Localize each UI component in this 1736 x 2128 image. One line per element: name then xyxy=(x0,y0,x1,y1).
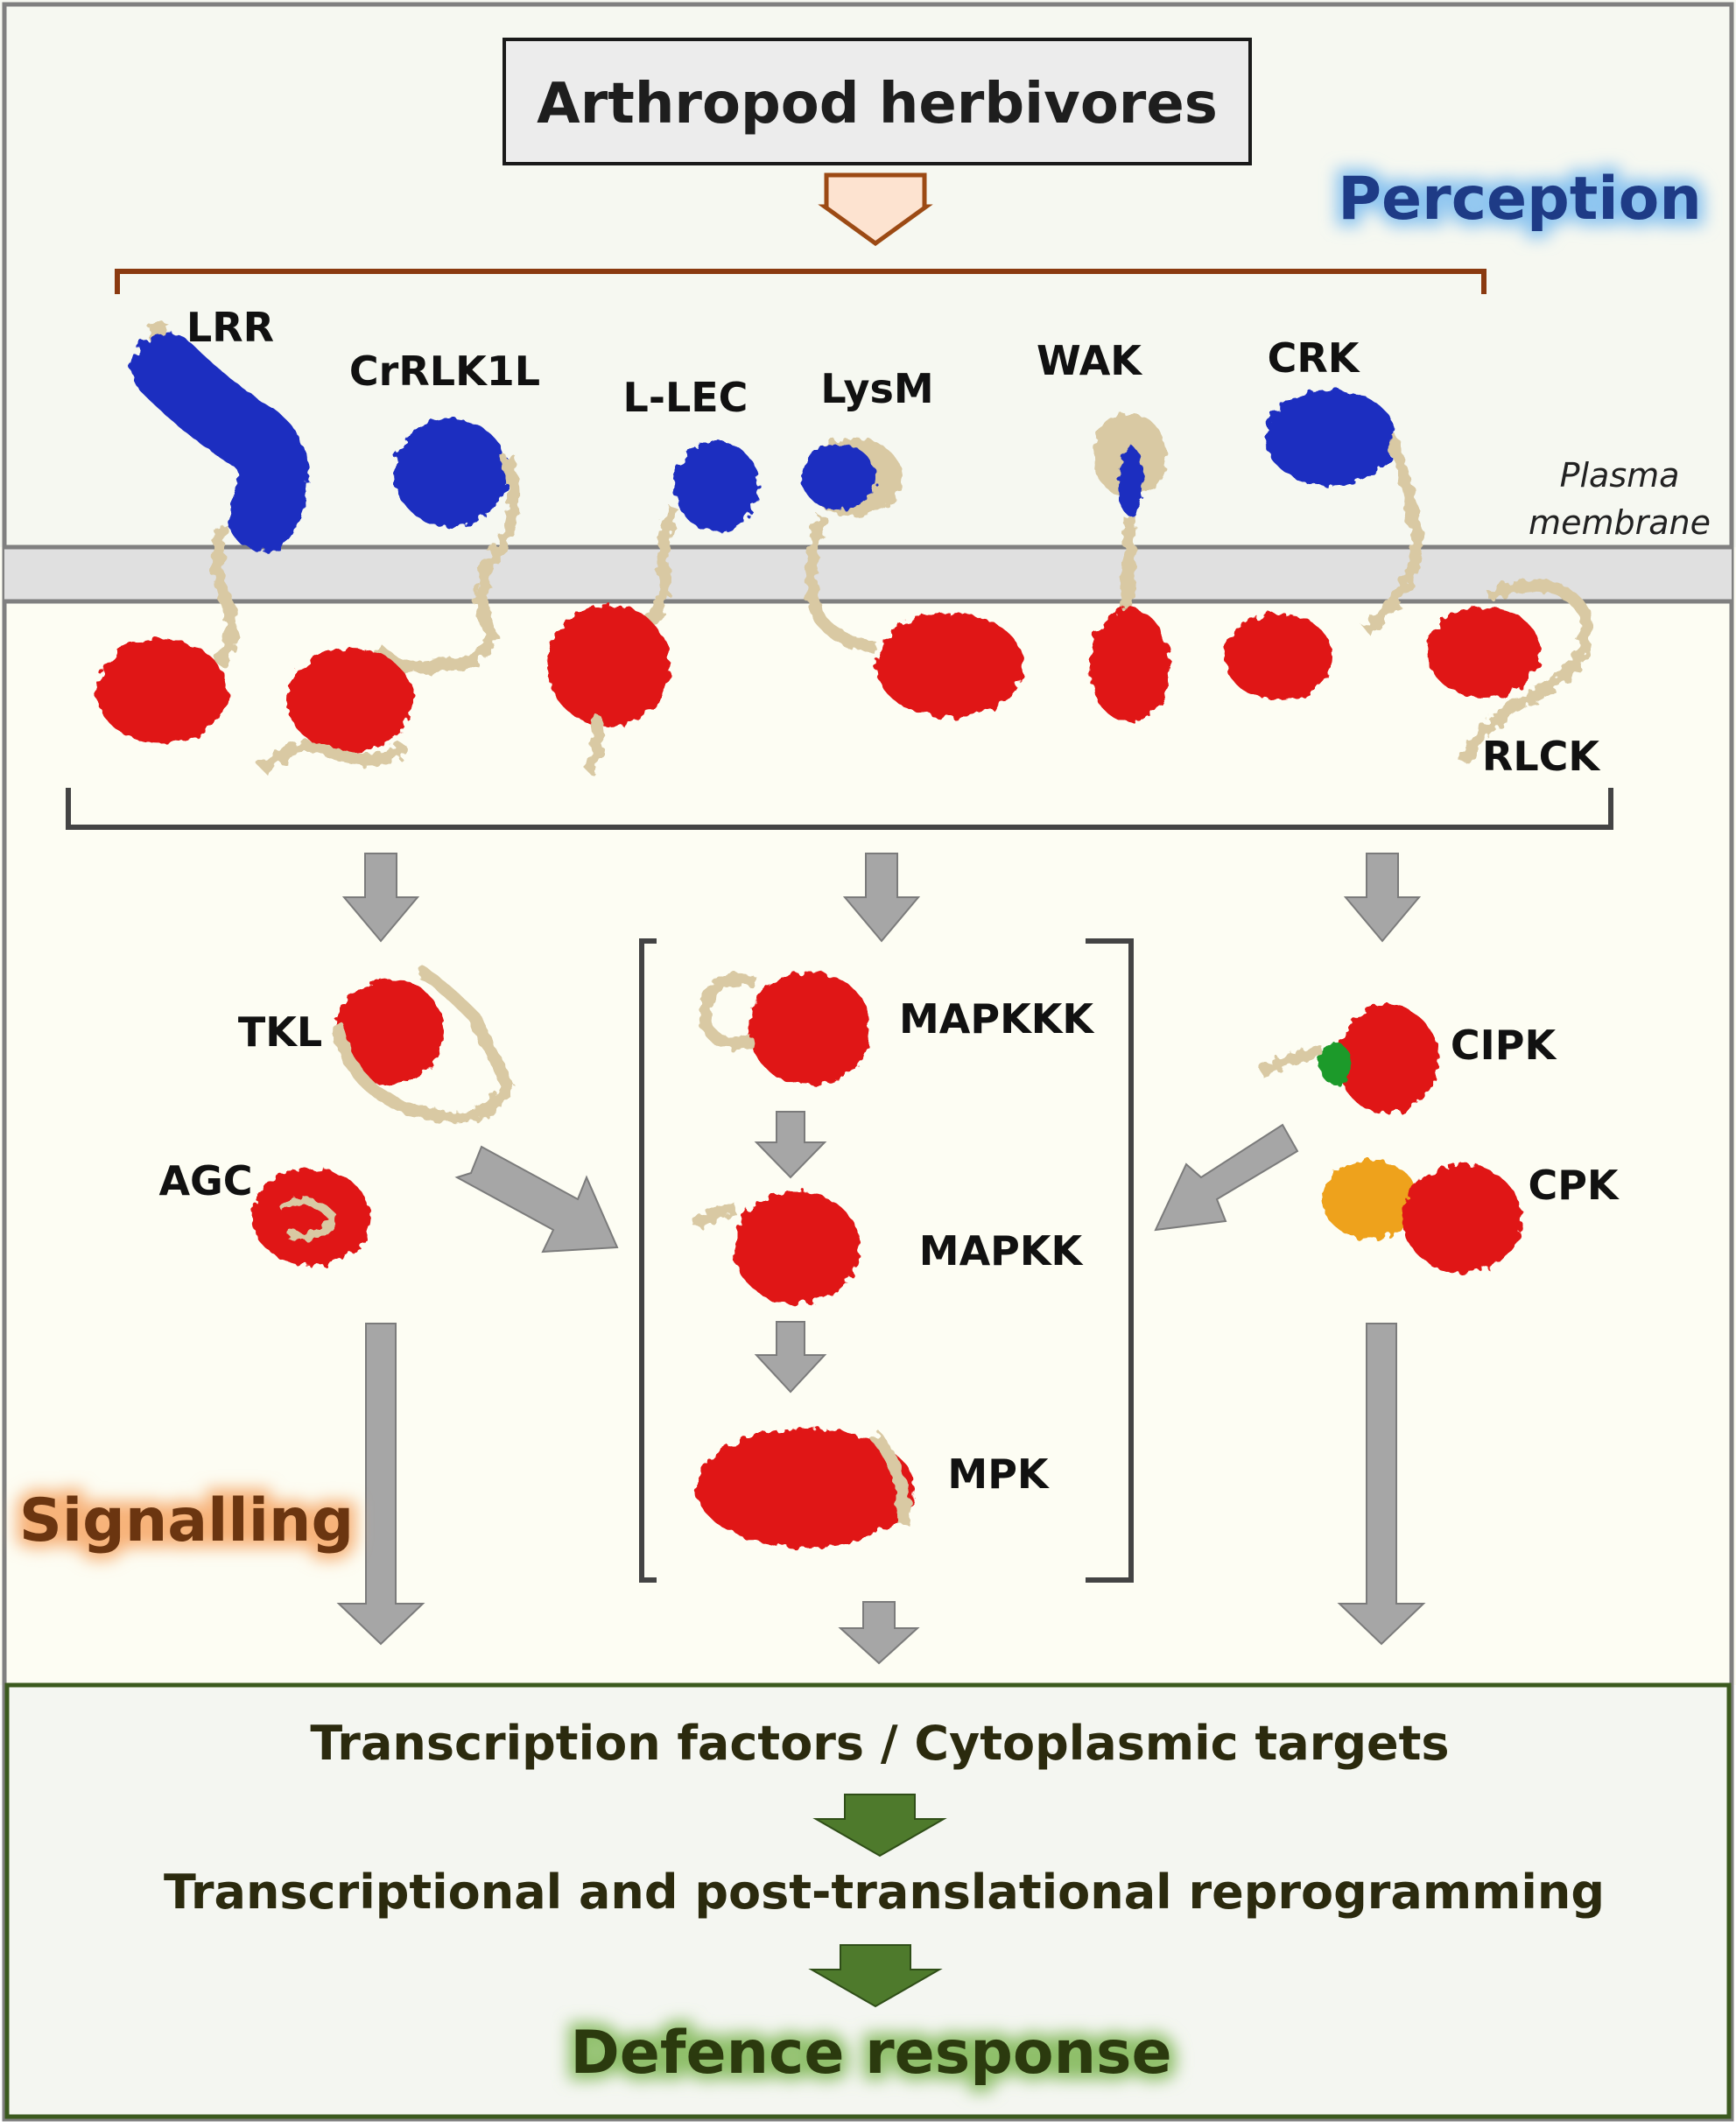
arrow-to-right-column xyxy=(1343,853,1422,943)
receptor-structures xyxy=(96,323,1592,776)
lysm-structure xyxy=(802,438,1024,718)
kinase-labels: TKL AGC MAPKKK MAPKK MPK CIPK CPK xyxy=(158,995,1620,1498)
arrow-right-long xyxy=(1337,1323,1426,1646)
receptor-label-lrr: LRR xyxy=(186,304,274,351)
arrow-right-to-cascade xyxy=(1154,1123,1299,1232)
kinase-label-cipk: CIPK xyxy=(1451,1022,1558,1069)
perception-glow: Perception xyxy=(1338,165,1702,234)
arrow-cascade-output xyxy=(838,1601,920,1665)
lrr-structure xyxy=(96,323,309,744)
kinase-structures xyxy=(251,966,1522,1548)
arrow-left-to-cascade xyxy=(454,1145,619,1254)
receptor-label-wak: WAK xyxy=(1037,337,1143,384)
output-panel xyxy=(4,1682,1732,2119)
signalling-label: Signalling xyxy=(19,1486,354,1556)
title-text: Arthropod herbivores xyxy=(537,72,1218,137)
agc-structure xyxy=(251,1169,370,1265)
kinase-label-mapkk: MAPKK xyxy=(919,1227,1085,1275)
kinase-label-cpk: CPK xyxy=(1528,1162,1620,1209)
membrane-label-line2: membrane xyxy=(1529,503,1711,542)
kinase-label-mpk: MPK xyxy=(947,1450,1050,1498)
cipk-structure xyxy=(1257,1005,1438,1113)
kinase-label-mapkkk: MAPKKK xyxy=(899,995,1095,1043)
mapkk-structure xyxy=(690,1190,860,1304)
kinase-label-agc: AGC xyxy=(158,1157,252,1204)
green-arrow-1 xyxy=(812,1794,947,1858)
receptor-top-bracket xyxy=(115,269,1486,294)
output-step2: Transcriptional and post-translational r… xyxy=(164,1865,1605,1920)
receptor-bottom-bracket xyxy=(66,788,1613,830)
output-step3: Defence response xyxy=(570,2019,1171,2088)
kinase-label-tkl: TKL xyxy=(238,1008,322,1056)
receptor-label-llec: L-LEC xyxy=(623,374,749,421)
arrow-to-left-column xyxy=(341,853,420,943)
output-step1: Transcription factors / Cytoplasmic targ… xyxy=(310,1716,1449,1771)
wak-structure xyxy=(1089,413,1170,722)
arrow-mapkkk-to-mapkk xyxy=(754,1111,827,1179)
signalling-glow: Signalling xyxy=(19,1486,354,1556)
output-step3-glow: Defence response xyxy=(570,2019,1171,2088)
crk-structure xyxy=(1224,390,1425,700)
grey-arrows xyxy=(336,853,1426,1665)
llec-structure xyxy=(547,440,758,775)
title-box xyxy=(503,38,1252,165)
crrlk1l-structure xyxy=(258,418,520,776)
mapkkk-structure xyxy=(698,972,871,1085)
rlck-structure xyxy=(1427,579,1592,765)
cpk-structure xyxy=(1322,1160,1522,1273)
plasma-membrane-band xyxy=(4,547,1732,601)
rlck-label: RLCK xyxy=(1482,733,1601,780)
receptor-label-crrlk1l: CrRLK1L xyxy=(349,348,540,395)
arrow-left-long xyxy=(336,1323,425,1646)
mpk-structure xyxy=(696,1429,915,1548)
cascade-bracket-left xyxy=(639,938,657,1583)
receptor-label-crk: CRK xyxy=(1268,334,1361,382)
perception-label: Perception xyxy=(1338,165,1702,234)
tkl-structure xyxy=(331,966,515,1123)
receptor-labels: LRR CrRLK1L L-LEC LysM WAK CRK xyxy=(186,304,1361,421)
membrane-label-line1: Plasma xyxy=(1560,456,1680,495)
arrow-to-center-column xyxy=(842,853,921,943)
arrow-mapkk-to-mpk xyxy=(754,1321,827,1394)
perception-arrow xyxy=(818,172,933,247)
green-arrow-2 xyxy=(808,1944,943,2008)
receptor-label-lysm: LysM xyxy=(820,365,933,412)
cascade-bracket-right xyxy=(1086,938,1134,1583)
